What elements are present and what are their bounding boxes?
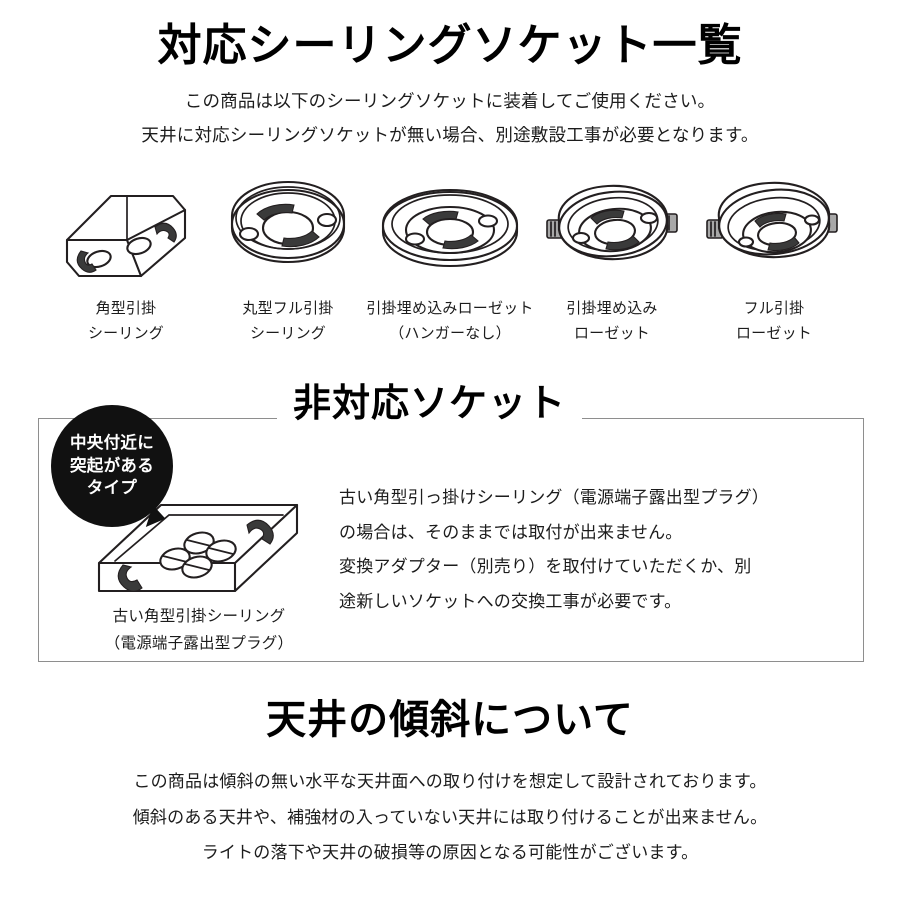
body-line: 途新しいソケットへの交換工事が必要です。 [339,592,682,612]
lead-line: 天井に対応シーリングソケットが無い場合、別途敷設工事が必要となります。 [141,125,759,146]
body-line: この商品は傾斜の無い水平な天井面への取り付けを想定して設計されております。 [133,772,767,791]
old-socket-caption-line: 古い角型引掛シーリング [112,608,286,625]
round-full-ceiling-socket-icon [230,180,346,264]
incompatible-socket-section: 非対応ソケット 中央付近に 突起がある タイプ [38,385,864,662]
square-ceiling-socket-icon [65,194,187,278]
body-line: 傾斜のある天井や、補強材の入っていない天井には取り付けることが出来ません。 [132,807,768,827]
flush-mount-rosette-no-hanger-icon [381,188,519,268]
socket-label-line: ローゼット [573,325,650,343]
socket-label: 引掛埋め込みローゼット （ハンガーなし） [366,296,533,346]
incompatible-section-title: 非対応ソケット [277,385,583,423]
old-square-ceiling-socket-icon [97,503,299,593]
socket-item-full-hook-rosette: フル引掛 ローゼット [693,180,855,346]
lead-line: この商品は以下のシーリングソケットに装着してご使用ください。 [184,91,716,111]
socket-label: 引掛埋め込み ローゼット [566,296,657,346]
socket-label: 丸型フル引掛 シーリング [242,296,333,346]
protrusion-type-badge: 中央付近に 突起がある タイプ [51,405,173,527]
ceiling-slope-body: この商品は傾斜の無い水平な天井面への取り付けを想定して設計されております。 傾斜… [0,740,900,871]
body-line: の場合は、そのままでは取付が出来ません。 [339,522,683,542]
compatible-sockets-section: 対応シーリングソケット一覧 この商品は以下のシーリングソケットに装着してご使用く… [0,0,900,342]
socket-item-round-full-ceiling: 丸型フル引掛 シーリング [207,180,369,346]
lead-paragraph: この商品は以下のシーリングソケットに装着してご使用ください。 天井に対応シーリン… [0,68,900,152]
body-line: 古い角型引っ掛けシーリング（電源端子露出型プラグ） [339,488,769,507]
ceiling-slope-title: 天井の傾斜について [266,698,634,742]
socket-label-line: シーリング [87,325,164,343]
body-line: 変換アダプター（別売り）を取付けていただくか、別 [339,557,752,577]
socket-label-line: 引掛埋め込み [566,300,658,317]
old-socket-caption: 古い角型引掛シーリング （電源端子露出型プラグ） [49,603,349,657]
socket-label-line: シーリング [249,325,326,343]
socket-item-square-ceiling: 角型引掛 シーリング [45,180,207,346]
socket-label-line: 丸型フル引掛 [242,300,334,317]
full-hook-rosette-icon [706,181,838,259]
old-socket-caption-line: （電源端子露出型プラグ） [104,635,294,653]
badge-line: タイプ [86,479,138,498]
socket-label: フル引掛 ローゼット [736,296,812,346]
incompatible-body-text: 古い角型引っ掛けシーリング（電源端子露出型プラグ） の場合は、そのままでは取付が… [339,481,849,620]
socket-item-rosette-no-hanger: 引掛埋め込みローゼット （ハンガーなし） [366,180,533,346]
socket-label-line: 角型引掛 [95,300,157,317]
socket-label-line: ローゼット [735,325,812,343]
socket-label-line: フル引掛 [743,300,805,317]
socket-item-rosette: 引掛埋め込み ローゼット [531,180,693,346]
badge-line: 突起がある [70,456,154,475]
socket-label-line: 引掛埋め込みローゼット [366,300,534,317]
badge-line: 中央付近に [70,433,154,452]
body-line: ライトの落下や天井の破損等の原因となる可能性がございます。 [201,843,699,863]
ceiling-slope-section: 天井の傾斜について この商品は傾斜の無い水平な天井面への取り付けを想定して設計さ… [0,690,900,871]
flush-mount-rosette-icon [546,184,678,261]
socket-label-line: （ハンガーなし） [389,325,511,343]
socket-list: 角型引掛 シーリング [0,180,900,346]
page-title: 対応シーリングソケット一覧 [157,21,743,70]
socket-label: 角型引掛 シーリング [88,296,164,346]
